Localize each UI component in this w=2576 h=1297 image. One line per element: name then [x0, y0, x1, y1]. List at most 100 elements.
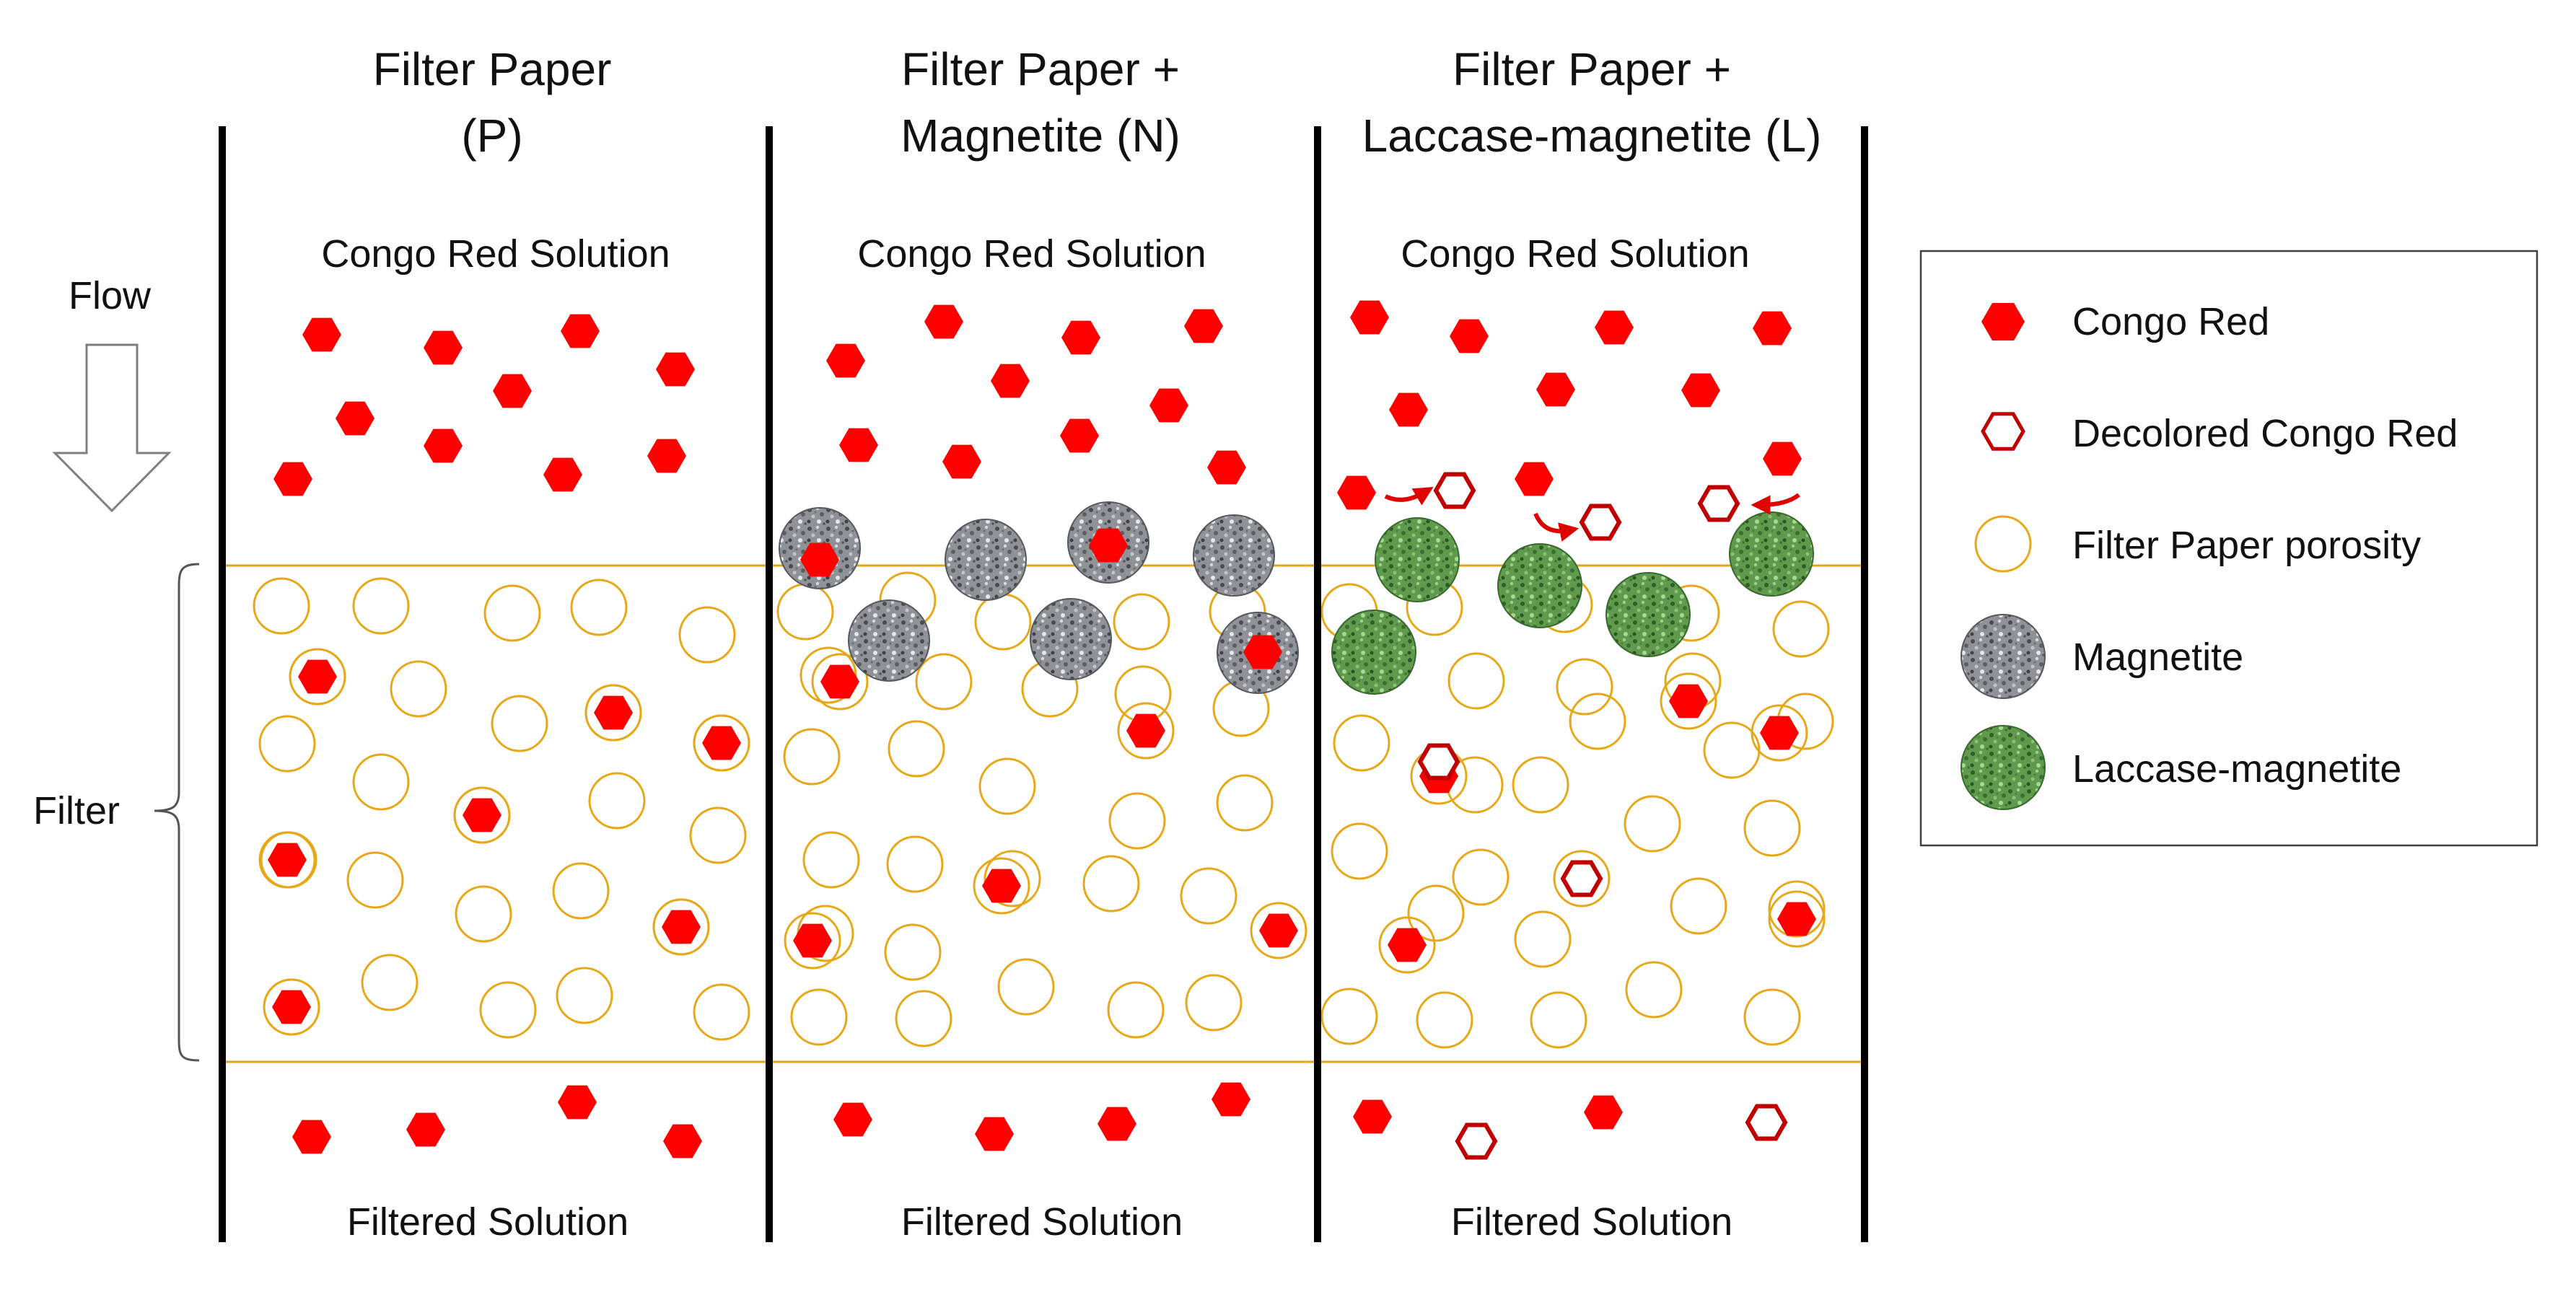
pore-circle [802, 831, 860, 889]
pore-circle [588, 772, 646, 830]
congo-red-hexagon [839, 428, 878, 462]
pore-circle [491, 695, 548, 752]
congo-red-hexagon [463, 798, 501, 832]
column-3-top-label: Congo Red Solution [1401, 232, 1749, 276]
pore-circle [258, 715, 316, 773]
congo-red-hexagon [942, 444, 981, 479]
congo-red-hexagon [982, 869, 1021, 903]
congo-red-hexagon [1536, 372, 1575, 407]
curved-arrow-icon [1751, 493, 1800, 515]
congo-red-hexagon [793, 923, 832, 958]
decolored-congo-red-hexagon [1697, 485, 1740, 522]
column-2-bottom-label: Filtered Solution [901, 1200, 1183, 1244]
down-arrow-icon [52, 343, 172, 513]
congo-red-hexagon [662, 910, 701, 944]
pore-circle [584, 684, 642, 742]
decolored-congo-red-hexagon [1433, 472, 1476, 509]
congo-red-hexagon [1350, 300, 1389, 335]
congo-red-hexagon [302, 317, 341, 352]
congo-red-hexagon [656, 352, 695, 387]
congo-red-hexagon [820, 664, 859, 699]
pore-circle [678, 606, 736, 664]
column-1-title-line1: Filter Paper [373, 43, 612, 95]
pore-circle [886, 835, 944, 893]
pore-circle [552, 862, 610, 920]
pore-circle [1331, 822, 1388, 880]
congo-red-hexagon [1515, 462, 1554, 496]
congo-red-hexagon [273, 462, 312, 496]
congo-red-hexagon [800, 542, 839, 577]
congo-red-hexagon [1126, 713, 1165, 748]
legend-decolored-congo-red-icon [1981, 412, 2025, 451]
congo-red-hexagon [647, 439, 686, 473]
pore-circle [390, 660, 447, 718]
congo-red-hexagon [1450, 319, 1489, 353]
pore-circle [1216, 774, 1274, 832]
hexagons-layer [268, 300, 1816, 1160]
pore-circle [1447, 652, 1505, 710]
column-3-bottom-label: Filtered Solution [1451, 1200, 1732, 1244]
column-3-title-line1: Filter Paper + [1453, 43, 1731, 95]
congo-red-hexagon [702, 726, 741, 760]
magnetite-particle [945, 519, 1027, 601]
pore-circle [346, 851, 404, 909]
pore-circle [974, 593, 1032, 651]
pore-circle [1320, 988, 1378, 1045]
pore-circle [289, 648, 346, 705]
pore-circle [361, 954, 419, 1011]
legend-label-laccase-magnetite: Laccase-magnetite [2072, 747, 2401, 791]
pore-circle [1082, 855, 1140, 913]
congo-red-hexagon [1760, 716, 1799, 750]
pore-circle [1108, 792, 1166, 850]
congo-red-hexagon [1595, 310, 1634, 345]
congo-red-hexagon [1669, 684, 1708, 718]
pore-circle [895, 990, 952, 1047]
congo-red-hexagon [558, 1085, 597, 1120]
pore-circle [884, 923, 942, 981]
pore-circle [1553, 850, 1611, 907]
congo-red-hexagon [1243, 635, 1282, 669]
pore-circle [352, 753, 410, 811]
congo-red-hexagon [833, 1102, 872, 1137]
magnetite-particle [1193, 514, 1275, 597]
congo-red-hexagon [826, 343, 865, 378]
curved-arrow-icon [1533, 512, 1580, 542]
congo-red-hexagon [1389, 392, 1428, 427]
pore-circle [1743, 988, 1801, 1046]
decolored-congo-red-hexagon [1455, 1122, 1498, 1160]
pore-circle [1452, 848, 1510, 906]
congo-red-hexagon [1089, 528, 1128, 563]
pore-circle [455, 885, 512, 943]
pore-circle [1569, 693, 1626, 750]
congo-red-hexagon [924, 304, 963, 339]
congo-red-hexagon [1212, 1082, 1250, 1117]
pore-circle [776, 583, 834, 641]
congo-red-hexagon [1149, 388, 1188, 423]
legend-pore-icon [1974, 515, 2032, 573]
congo-red-hexagon [663, 1124, 702, 1158]
laccase-magnetite-particle [1729, 511, 1814, 597]
pore-circle [1772, 600, 1830, 658]
pore-circle [556, 967, 613, 1024]
legend-label-decolored-congo-red: Decolored Congo Red [2072, 412, 2458, 455]
pore-circle [1768, 880, 1826, 938]
pore-circle [915, 653, 973, 711]
congo-red-hexagon [1681, 373, 1720, 408]
pore-circle [1117, 702, 1175, 760]
pore-circle [811, 653, 869, 711]
pore-circle [693, 714, 750, 772]
column-1-title-line2: (P) [461, 110, 522, 162]
congo-red-hexagon [1337, 475, 1376, 510]
pore-circle [1625, 961, 1683, 1019]
pore-circle [1751, 704, 1808, 762]
column-1-top-label: Congo Red Solution [321, 232, 670, 276]
congo-red-hexagon [991, 364, 1030, 398]
congo-red-hexagon [1060, 418, 1099, 453]
column-2-title-line1: Filter Paper + [901, 43, 1180, 95]
legend-label-magnetite: Magnetite [2072, 636, 2243, 679]
pore-circle [258, 831, 316, 889]
congo-red-hexagon [975, 1117, 1014, 1151]
congo-red-hexagon [424, 330, 463, 365]
congo-red-hexagon [1584, 1095, 1623, 1130]
